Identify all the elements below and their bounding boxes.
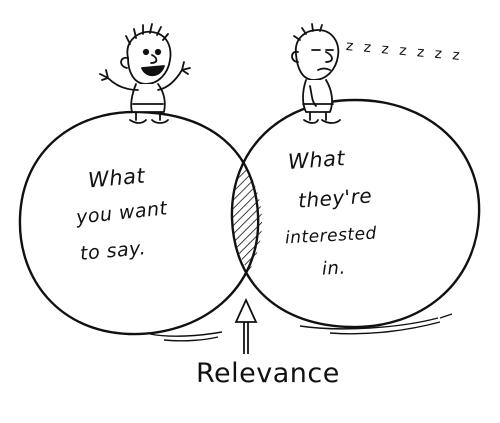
right-circle-line-1: What — [287, 146, 346, 174]
right-circle — [230, 98, 481, 329]
left-circle — [18, 110, 260, 336]
sleeping-man-icon — [291, 23, 341, 124]
excited-man-icon — [99, 23, 191, 124]
ground-scribbles — [149, 313, 453, 342]
relevance-label: Relevance — [196, 358, 340, 389]
right-circle-line-4: in. — [321, 257, 347, 280]
relevance-overlap — [231, 112, 262, 327]
relevance-arrow — [234, 297, 258, 354]
left-circle-line-1: What — [87, 163, 147, 193]
